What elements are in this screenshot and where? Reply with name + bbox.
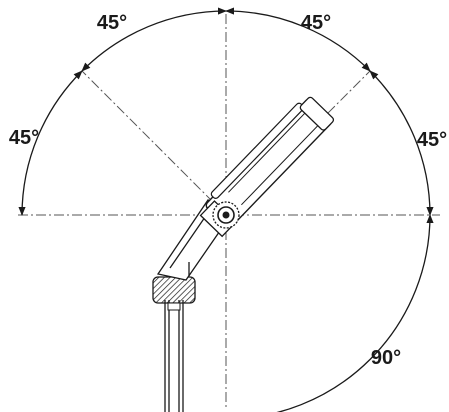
label-bottom-right: 90° [371, 347, 401, 369]
arc-top-right [225, 7, 371, 72]
arc-top-left [81, 7, 227, 72]
label-top-left: 45° [97, 12, 127, 34]
label-right: 45° [417, 129, 447, 151]
pivot-gear [212, 201, 240, 229]
arc-left [18, 70, 83, 216]
arc-bottom-right [276, 214, 434, 412]
diagonal-axis-right [225, 70, 371, 216]
angle-arcs [18, 7, 434, 412]
knurled-nut [152, 276, 196, 311]
label-top-right: 45° [301, 12, 331, 34]
diagonal-axis-left [81, 70, 227, 216]
mounting-pole [164, 300, 184, 412]
arc-right [369, 70, 434, 216]
label-left: 45° [9, 127, 39, 149]
luminaire-head [199, 96, 335, 238]
